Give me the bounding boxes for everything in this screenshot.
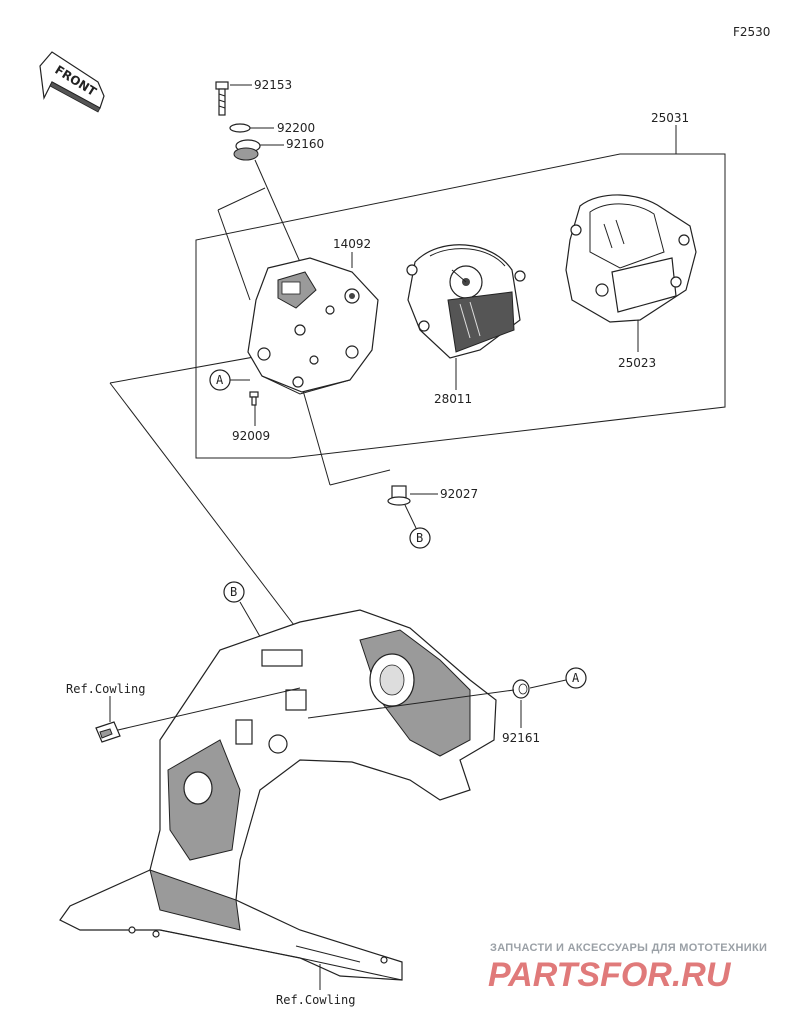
- ref-cowling-left: Ref.Cowling: [66, 682, 145, 696]
- callout-92160: 92160: [286, 137, 324, 151]
- callout-92161: 92161: [502, 731, 540, 745]
- meter-case-14092: [247, 257, 379, 395]
- callout-92153: 92153: [254, 78, 292, 92]
- ref-b-bottom: B: [230, 585, 237, 599]
- assembly-outline-25031: [195, 125, 726, 459]
- watermark-brand: PARTSFOR.RU: [488, 956, 732, 994]
- screw-92009: [249, 391, 259, 406]
- ref-circle-b-top: [409, 527, 431, 549]
- screw-92153: [215, 81, 229, 116]
- meter-unit-28011: [406, 244, 526, 359]
- leader-92161-bracket: [307, 689, 515, 719]
- bracket-frame: [59, 609, 497, 981]
- cowling-clip: [95, 721, 121, 743]
- ref-a-bottom: A: [572, 671, 580, 685]
- figure-code: F2530: [733, 25, 770, 39]
- callout-92027: 92027: [440, 487, 478, 501]
- callout-92009: 92009: [232, 429, 270, 443]
- callout-25031: 25031: [651, 111, 689, 125]
- collar-92027: [387, 485, 411, 506]
- callout-28011: 28011: [434, 392, 472, 406]
- ref-a-top: A: [216, 373, 224, 387]
- front-arrow-icon: FRONT: [39, 51, 105, 113]
- grommet-92160: [233, 139, 261, 161]
- washer-92200: [229, 123, 251, 133]
- grommet-92161: [512, 679, 530, 699]
- ref-b-top: B: [416, 531, 423, 545]
- watermark-tagline: ЗАПЧАСТИ И АКСЕССУАРЫ ДЛЯ МОТОТЕХНИКИ: [490, 942, 767, 954]
- callout-14092: 14092: [333, 237, 371, 251]
- ref-cowling-bottom: Ref.Cowling: [276, 993, 355, 1007]
- ref-circle-a-bottom: [565, 667, 587, 689]
- callout-92200: 92200: [277, 121, 315, 135]
- ref-circle-b-bottom: [223, 581, 245, 603]
- guide-line: [254, 159, 301, 263]
- meter-cover-25023: [565, 194, 697, 323]
- callout-25023: 25023: [618, 356, 656, 370]
